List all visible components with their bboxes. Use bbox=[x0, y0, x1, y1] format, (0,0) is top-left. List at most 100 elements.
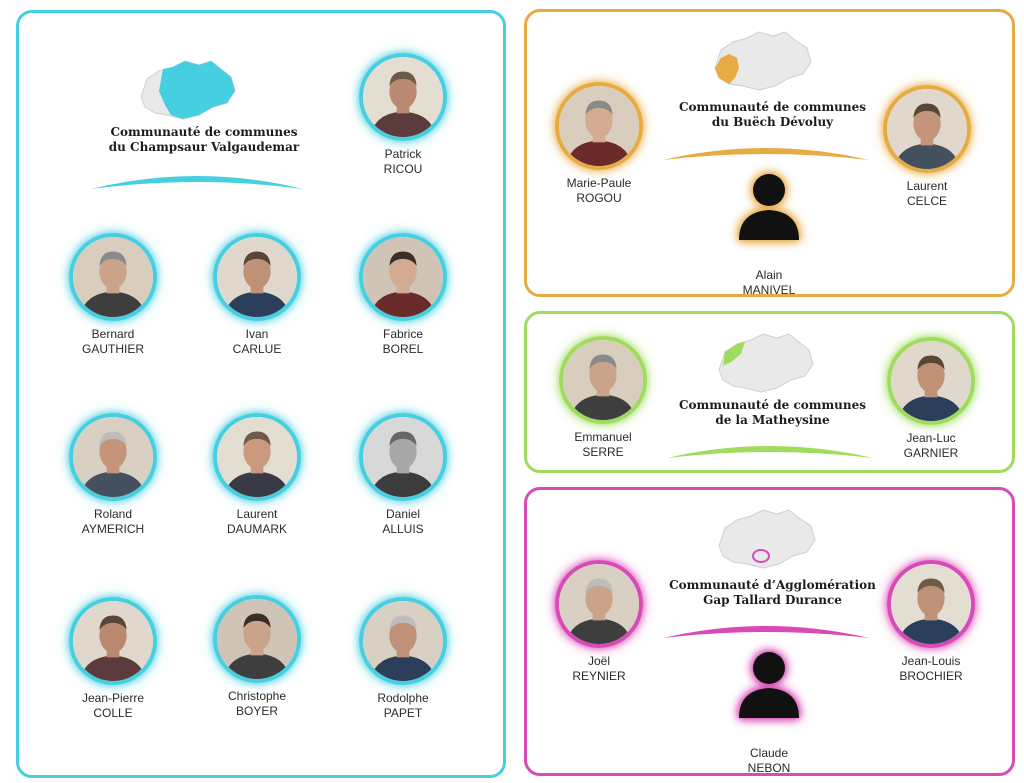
member-card: Joël REYNIER bbox=[529, 560, 669, 684]
member-photo bbox=[359, 53, 447, 141]
member-first-name: Claude bbox=[749, 746, 789, 760]
member-first-name: Patrick bbox=[384, 147, 422, 161]
territory-map-gap bbox=[718, 509, 816, 569]
member-first-name: Ivan bbox=[245, 327, 269, 341]
panel-gap-tallard-durance: Communauté d’Agglomération Gap Tallard D… bbox=[524, 487, 1015, 776]
member-photo bbox=[69, 597, 157, 685]
member-card: Roland AYMERICH bbox=[43, 413, 183, 537]
title-swoosh bbox=[667, 446, 873, 458]
member-photo bbox=[69, 233, 157, 321]
member-name: Christophe BOYER bbox=[187, 689, 327, 719]
member-card: Emmanuel SERRE bbox=[533, 336, 673, 460]
member-first-name: Christophe bbox=[227, 689, 287, 703]
panel-title: Communauté de communes du Champsaur Valg… bbox=[108, 125, 300, 154]
member-name: Ivan CARLUE bbox=[187, 327, 327, 357]
member-card: Alain MANIVEL bbox=[699, 160, 839, 298]
member-photo bbox=[359, 233, 447, 321]
member-card: Jean-Pierre COLLE bbox=[43, 597, 183, 721]
member-name: Jean-Pierre COLLE bbox=[43, 691, 183, 721]
member-name: Jean-Louis BROCHIER bbox=[861, 654, 1001, 684]
panel-title: Communauté de communes du Buëch Dévoluy bbox=[678, 100, 866, 129]
member-last-name: CARLUE bbox=[232, 342, 282, 356]
person-silhouette-icon bbox=[739, 174, 799, 240]
panel-title: Communauté d’Agglomération Gap Tallard D… bbox=[669, 578, 876, 607]
member-card: Ivan CARLUE bbox=[187, 233, 327, 357]
member-photo bbox=[69, 413, 157, 501]
member-name: Rodolphe PAPET bbox=[333, 691, 473, 721]
member-card: Fabrice BOREL bbox=[333, 233, 473, 357]
member-last-name: SERRE bbox=[582, 445, 624, 459]
member-first-name: Jean-Louis bbox=[901, 654, 961, 668]
member-card: Jean-Luc GARNIER bbox=[861, 337, 1001, 461]
person-silhouette-icon bbox=[739, 652, 799, 718]
member-card: Laurent CELCE bbox=[857, 85, 997, 209]
member-photo bbox=[887, 560, 975, 648]
member-card: Bernard GAUTHIER bbox=[43, 233, 183, 357]
member-first-name: Alain bbox=[755, 268, 783, 282]
member-card: Rodolphe PAPET bbox=[333, 597, 473, 721]
member-last-name: MANIVEL bbox=[742, 283, 796, 297]
member-last-name: BOREL bbox=[382, 342, 424, 356]
member-last-name: DAUMARK bbox=[226, 522, 287, 536]
member-name: Laurent CELCE bbox=[857, 179, 997, 209]
member-last-name: CELCE bbox=[906, 194, 947, 208]
member-last-name: BOYER bbox=[235, 704, 278, 718]
member-last-name: COLLE bbox=[93, 706, 133, 720]
member-photo bbox=[359, 597, 447, 685]
title-swoosh bbox=[663, 148, 869, 160]
member-last-name: BROCHIER bbox=[899, 669, 963, 683]
member-last-name: PAPET bbox=[383, 706, 423, 720]
member-first-name: Jean-Luc bbox=[906, 431, 956, 445]
member-first-name: Fabrice bbox=[382, 327, 423, 341]
member-first-name: Emmanuel bbox=[574, 430, 632, 444]
title-swoosh bbox=[91, 176, 303, 189]
member-name: Marie-Paule ROGOU bbox=[529, 176, 669, 206]
territory-map-champsaur bbox=[140, 60, 236, 120]
member-photo bbox=[887, 337, 975, 425]
member-last-name: REYNIER bbox=[572, 669, 626, 683]
member-last-name: AYMERICH bbox=[81, 522, 145, 536]
member-name: Fabrice BOREL bbox=[333, 327, 473, 357]
panel-title: Communauté de communes de la Matheysine bbox=[678, 398, 866, 427]
member-photo bbox=[559, 336, 647, 424]
member-last-name: NEBON bbox=[747, 761, 791, 775]
member-last-name: ALLUIS bbox=[382, 522, 424, 536]
member-first-name: Joël bbox=[587, 654, 610, 668]
member-first-name: Rodolphe bbox=[377, 691, 429, 705]
member-first-name: Laurent bbox=[906, 179, 948, 193]
member-last-name: ROGOU bbox=[576, 191, 622, 205]
member-card: Claude NEBON bbox=[699, 638, 839, 776]
member-name: Patrick RICOU bbox=[333, 147, 473, 177]
member-photo bbox=[213, 413, 301, 501]
member-photo bbox=[555, 560, 643, 648]
member-name: Bernard GAUTHIER bbox=[43, 327, 183, 357]
title-swoosh bbox=[663, 626, 869, 638]
member-first-name: Roland bbox=[93, 507, 133, 521]
member-card: Christophe BOYER bbox=[187, 595, 327, 719]
person-silhouette-icon bbox=[725, 160, 813, 248]
member-card: Jean-Louis BROCHIER bbox=[861, 560, 1001, 684]
member-name: Daniel ALLUIS bbox=[333, 507, 473, 537]
person-silhouette-icon bbox=[725, 638, 813, 726]
territory-map-buech bbox=[714, 31, 812, 91]
member-photo bbox=[213, 233, 301, 321]
member-first-name: Marie-Paule bbox=[566, 176, 632, 190]
member-first-name: Laurent bbox=[236, 507, 278, 521]
panel-champsaur: Communauté de communes du Champsaur Valg… bbox=[16, 10, 506, 778]
member-card: Daniel ALLUIS bbox=[333, 413, 473, 537]
member-photo bbox=[883, 85, 971, 173]
member-first-name: Bernard bbox=[91, 327, 135, 341]
member-photo bbox=[555, 82, 643, 170]
member-photo bbox=[213, 595, 301, 683]
territory-map-matheysine bbox=[718, 333, 814, 393]
member-card: Laurent DAUMARK bbox=[187, 413, 327, 537]
member-last-name: RICOU bbox=[383, 162, 423, 176]
member-name: Claude NEBON bbox=[699, 746, 839, 776]
member-name: Jean-Luc GARNIER bbox=[861, 431, 1001, 461]
member-card: Patrick RICOU bbox=[333, 53, 473, 177]
member-first-name: Daniel bbox=[385, 507, 421, 521]
member-last-name: GARNIER bbox=[903, 446, 959, 460]
member-name: Laurent DAUMARK bbox=[187, 507, 327, 537]
member-first-name: Jean-Pierre bbox=[81, 691, 145, 705]
member-name: Joël REYNIER bbox=[529, 654, 669, 684]
